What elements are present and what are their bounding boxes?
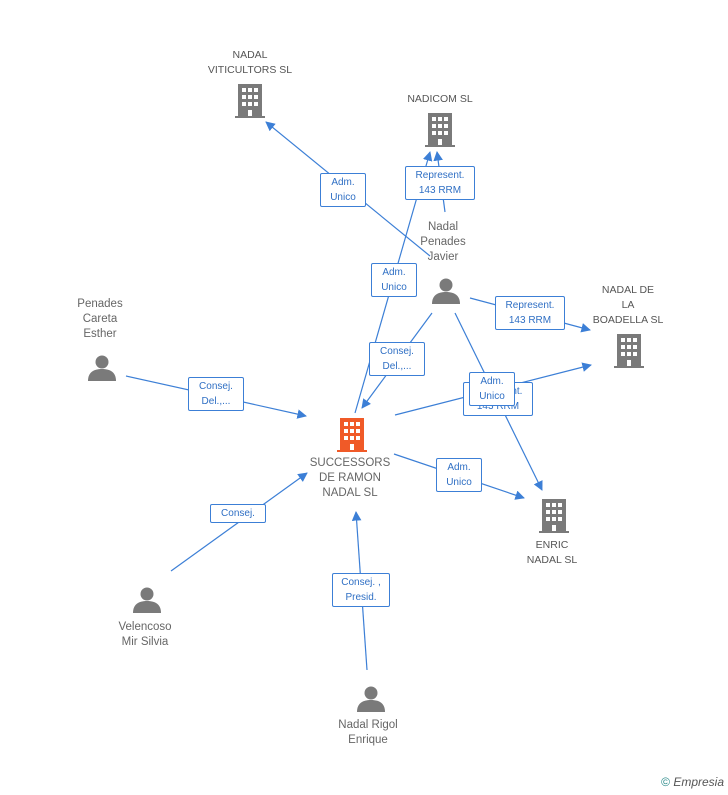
edge-label[interactable]: Adm. Unico [320, 173, 366, 207]
edge-label[interactable]: Adm. Unico [371, 263, 417, 297]
edge-label[interactable]: Consej. , Presid. [332, 573, 390, 607]
building-icon[interactable] [235, 84, 265, 118]
copyright-icon: © [661, 775, 670, 789]
building-icon[interactable] [539, 499, 569, 533]
edge-label[interactable]: Adm. Unico [436, 458, 482, 492]
person-icon[interactable] [357, 686, 385, 713]
footer-brand: © Empresia [661, 775, 724, 789]
edge-label[interactable]: Consej. Del.,... [188, 377, 244, 411]
edge-label[interactable]: Represent. 143 RRM [495, 296, 565, 330]
building-icon[interactable] [614, 334, 644, 368]
person-icon[interactable] [133, 587, 161, 614]
node-label-nadal-viticultors[interactable]: NADAL VITICULTORS SL [207, 49, 293, 76]
node-label-enric-nadal[interactable]: ENRIC NADAL SL [526, 539, 578, 566]
edge-label[interactable]: Represent. 143 RRM [405, 166, 475, 200]
brand-logo: Empresia [673, 775, 724, 789]
building-icon[interactable] [425, 113, 455, 147]
person-icon[interactable] [88, 355, 116, 382]
edge-label[interactable]: Consej. [210, 504, 266, 523]
node-icons [88, 84, 644, 712]
node-label-penades-careta[interactable]: Penades Careta Esther [77, 298, 123, 340]
node-label-nadal-boadella[interactable]: NADAL DE LA BOADELLA SL [592, 284, 664, 326]
edge-label[interactable]: Adm. Unico [469, 372, 515, 406]
node-label-nadal-rigol[interactable]: Nadal Rigol Enrique [338, 719, 398, 746]
node-label-nadicom[interactable]: NADICOM SL [407, 93, 473, 105]
node-label-nadal-penades[interactable]: Nadal Penades Javier [420, 221, 466, 263]
node-label-successors[interactable]: SUCCESSORS DE RAMON NADAL SL [309, 457, 391, 499]
edge-label[interactable]: Consej. Del.,... [369, 342, 425, 376]
person-icon[interactable] [432, 278, 460, 305]
node-label-velencoso[interactable]: Velencoso Mir Silvia [118, 621, 172, 648]
building-icon[interactable] [337, 418, 367, 452]
